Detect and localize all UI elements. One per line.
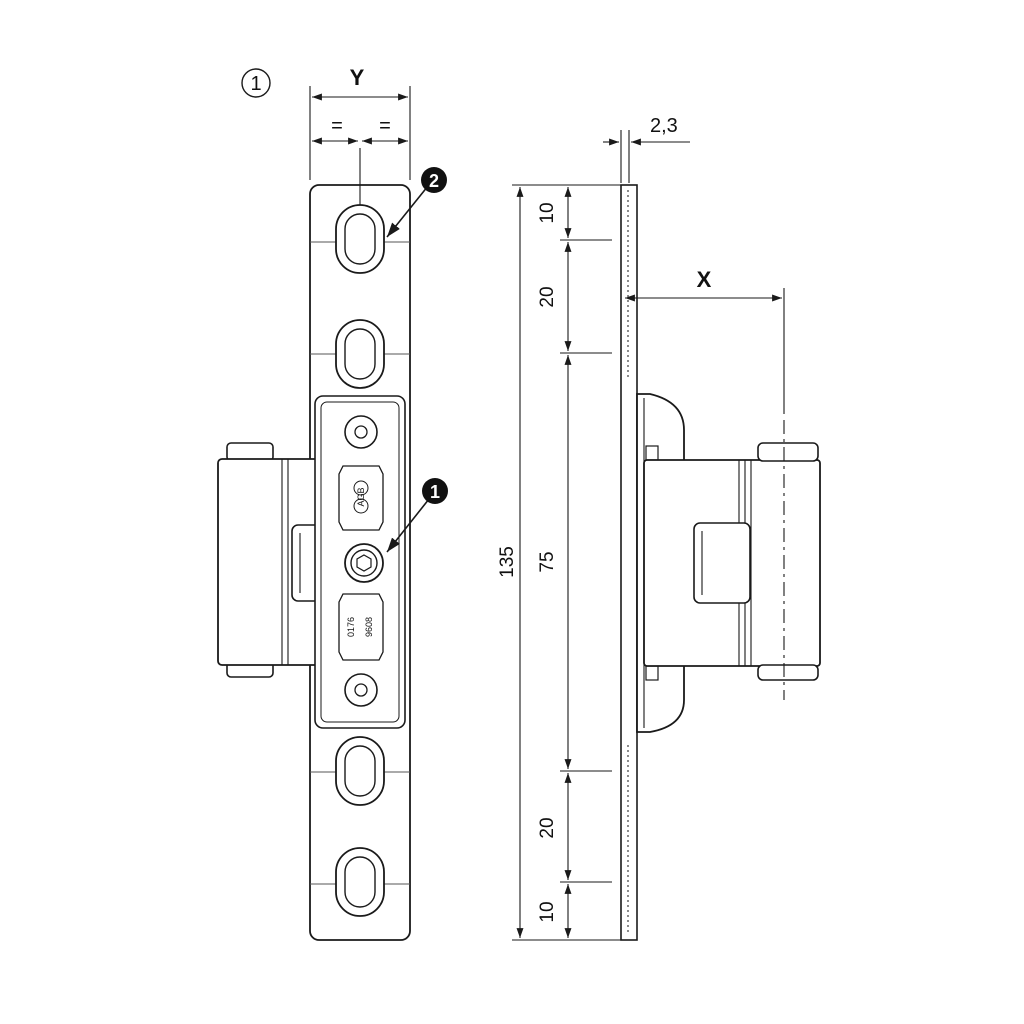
front-view: 1 Y = =	[217, 65, 448, 941]
chain-dimensions: 10 20 75 20 10	[537, 187, 572, 938]
equal-left-label: =	[331, 115, 343, 137]
thickness-label: 2,3	[650, 115, 678, 137]
code-top-text: 0176	[346, 617, 356, 637]
callout-1-label: 1	[430, 482, 440, 502]
callout-2: 2	[386, 167, 447, 238]
view-number-label: 1	[250, 73, 261, 95]
logo-plaque: AGB	[338, 465, 384, 531]
bottom-margin-label: 10	[537, 901, 558, 922]
side-view: 2,3 135 10 20 75 20	[497, 115, 821, 941]
offset-dimension-x: X	[625, 267, 785, 414]
middle-span-label: 75	[537, 551, 558, 572]
lower-spacing-label: 20	[537, 817, 558, 838]
offset-x-label: X	[697, 267, 712, 292]
code-plaque: 0176 9608	[338, 593, 384, 661]
equal-right-label: =	[379, 115, 391, 137]
mounting-slot-4	[310, 847, 410, 917]
width-dimension-y: Y = =	[309, 65, 411, 180]
mounting-slot-2	[310, 319, 410, 389]
mounting-slot-1	[310, 204, 410, 274]
thickness-dimension: 2,3	[603, 115, 690, 183]
vertical-extension-lines	[512, 184, 621, 941]
mounting-slot-3	[310, 736, 410, 806]
width-y-label: Y	[350, 65, 365, 90]
total-height-label: 135	[497, 546, 518, 578]
callout-1: 1	[386, 478, 448, 553]
bottom-screw-hole	[344, 673, 378, 707]
roller-body-side	[643, 442, 821, 681]
view-number-badge: 1	[241, 68, 271, 98]
callout-2-label: 2	[429, 171, 439, 191]
code-bottom-text: 9608	[364, 617, 374, 637]
adjustment-screw	[344, 543, 384, 583]
upper-spacing-label: 20	[537, 286, 558, 307]
logo-text: AGB	[356, 487, 366, 506]
total-height-dimension: 135	[497, 187, 524, 938]
top-screw-hole	[344, 415, 378, 449]
top-margin-label: 10	[537, 202, 558, 223]
